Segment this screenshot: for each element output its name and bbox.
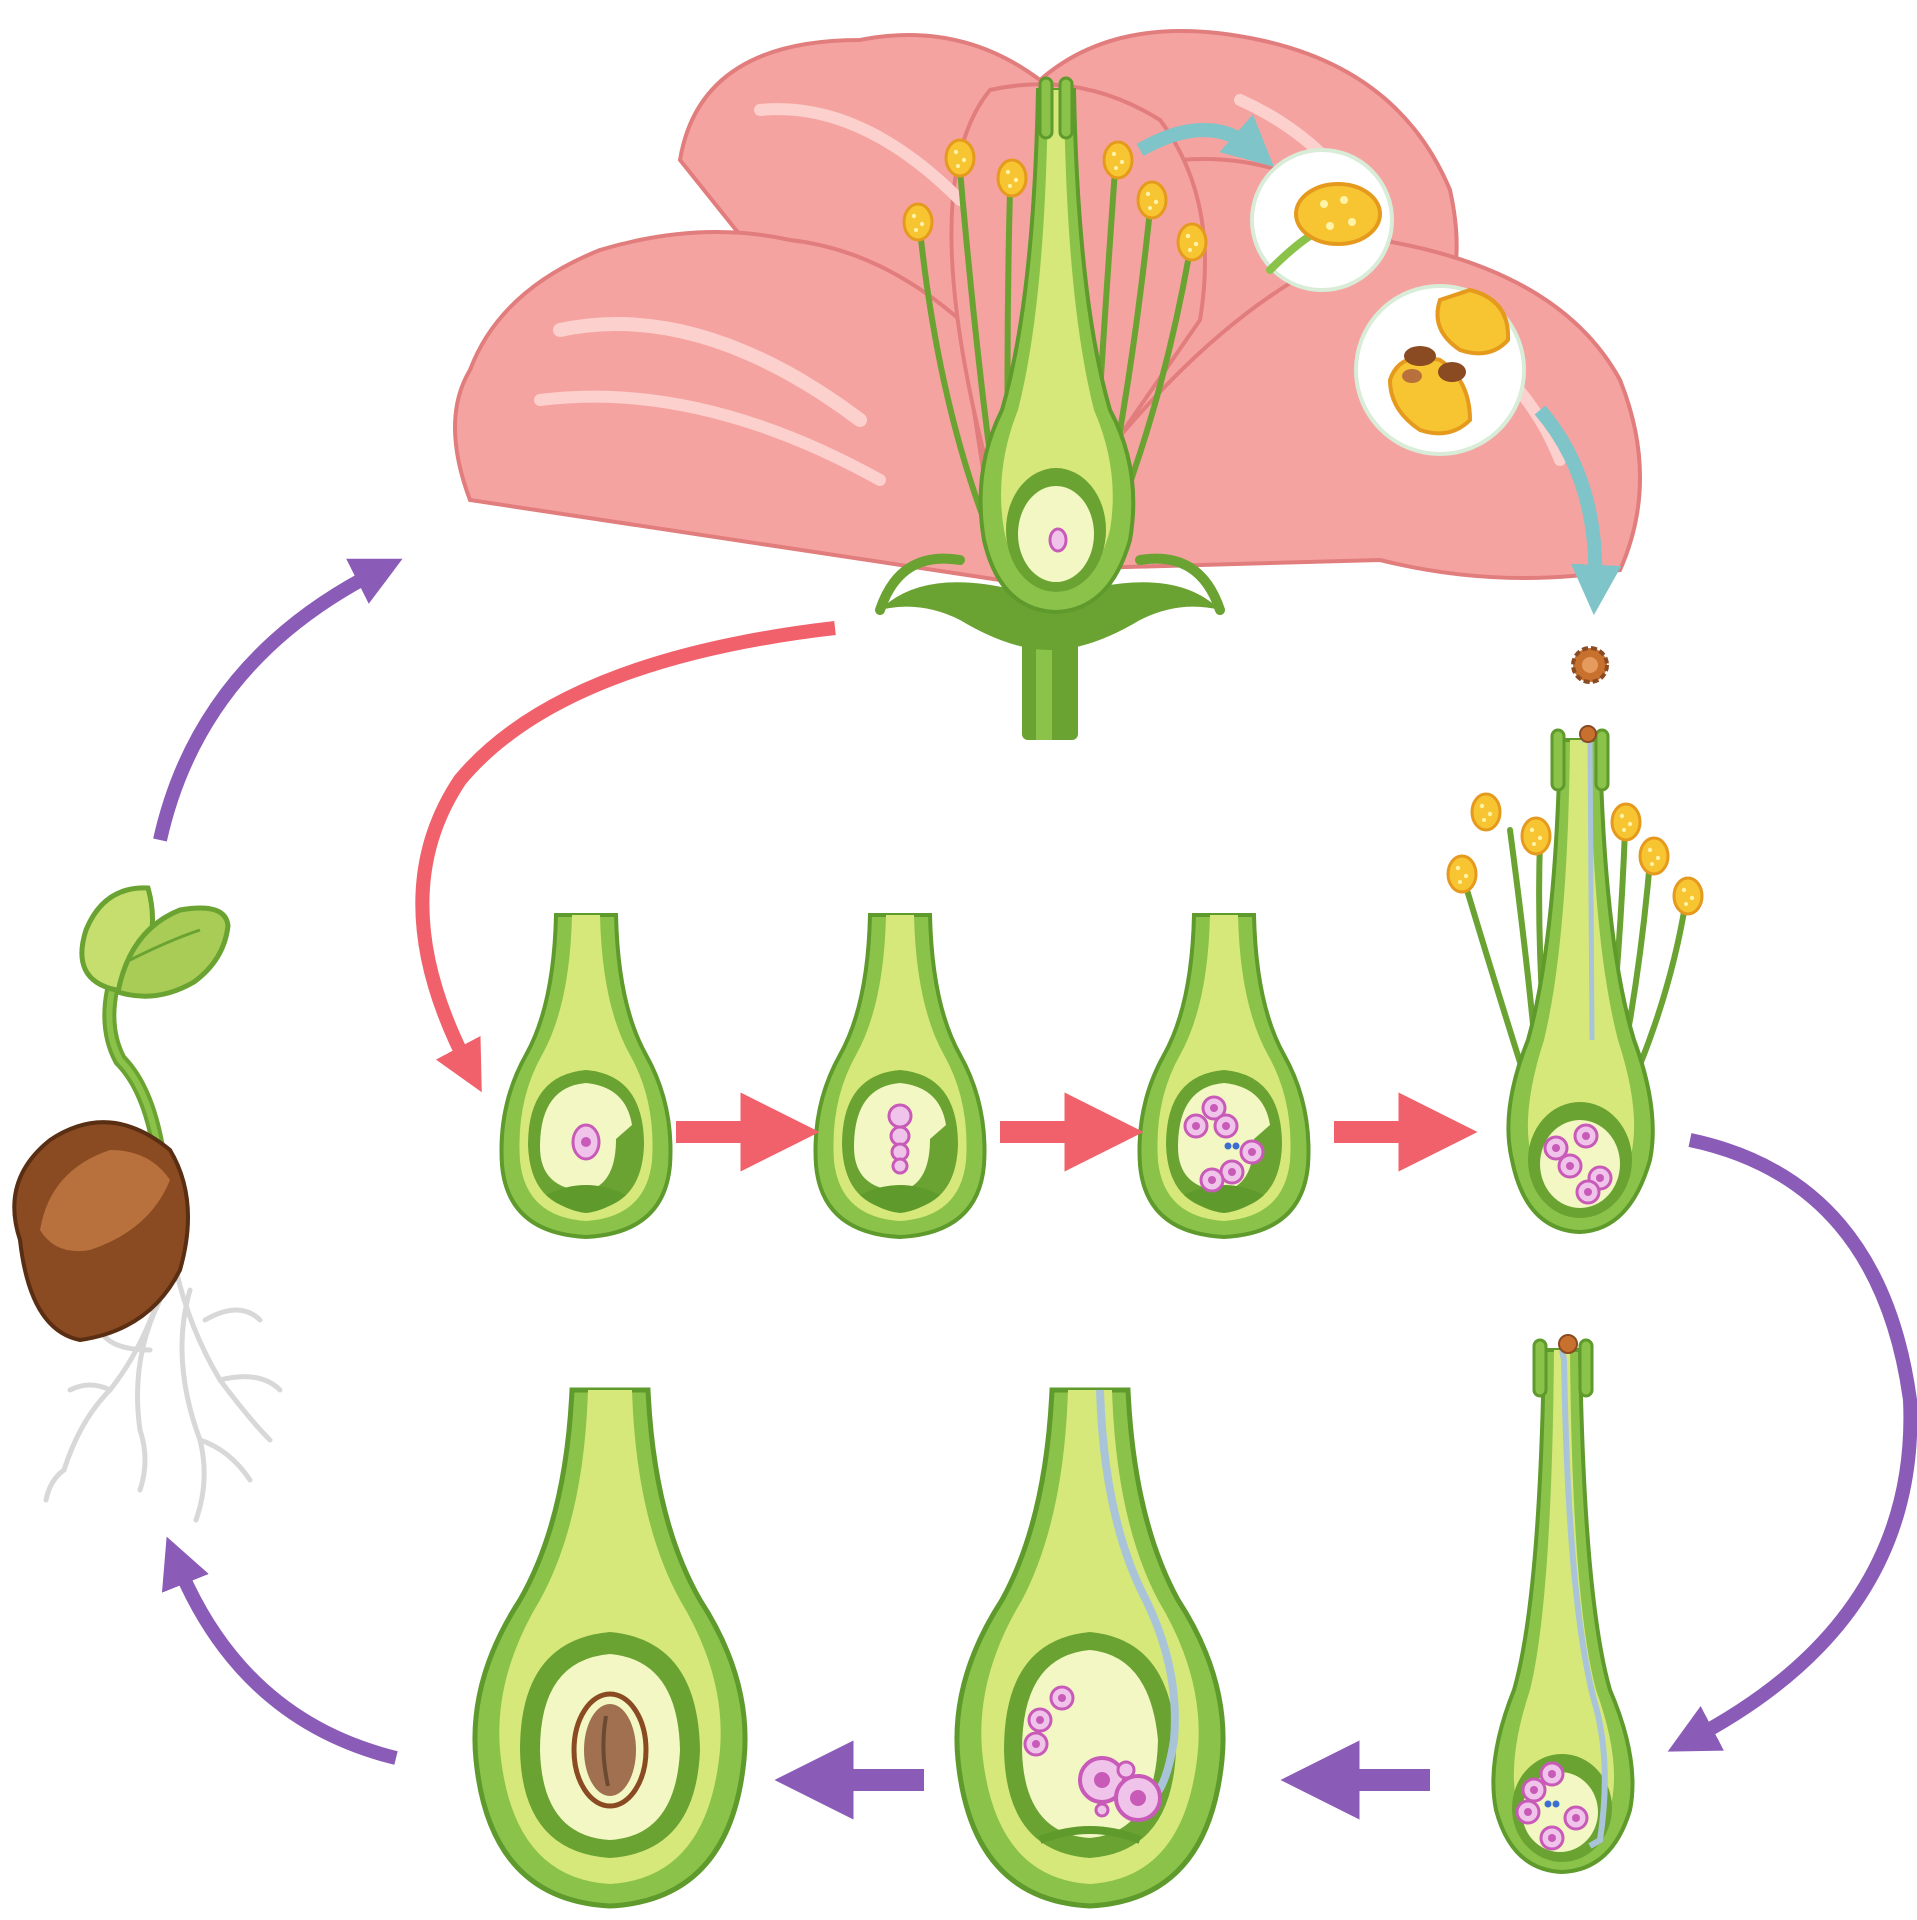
anther-icon bbox=[1294, 182, 1382, 246]
red-arrows bbox=[415, 621, 1478, 1172]
anther-closeup bbox=[1250, 148, 1394, 292]
arrow-seedling-to-flower bbox=[153, 558, 403, 842]
ovule-stage-2 bbox=[813, 913, 987, 1239]
arrow-closeup-to-pollen bbox=[1534, 405, 1622, 616]
arrow-flower-to-ovule bbox=[415, 621, 836, 1093]
flower-sepals bbox=[880, 582, 1220, 650]
pollen-sac-icon bbox=[1435, 287, 1511, 356]
seed-in-ovary bbox=[472, 1387, 748, 1909]
ovule-stage-1 bbox=[499, 913, 673, 1239]
arrow-anther-to-closeup bbox=[1136, 114, 1274, 167]
arrow-pistil-to-pollen-tube bbox=[1667, 1133, 1917, 1752]
seedling-leaf-right bbox=[115, 905, 231, 999]
pollen-grain bbox=[1571, 646, 1609, 684]
purple-arrows bbox=[153, 558, 1917, 1820]
fertilization bbox=[954, 1387, 1226, 1909]
ovule-stage-3 bbox=[1137, 913, 1311, 1239]
seedling bbox=[12, 885, 283, 1523]
arrow-seed-to-seedling bbox=[161, 1536, 398, 1765]
pollen-tube-pistil bbox=[1491, 1334, 1635, 1875]
pollinated-pistil bbox=[1446, 725, 1704, 1235]
pollen-sac-closeup bbox=[1354, 284, 1526, 456]
